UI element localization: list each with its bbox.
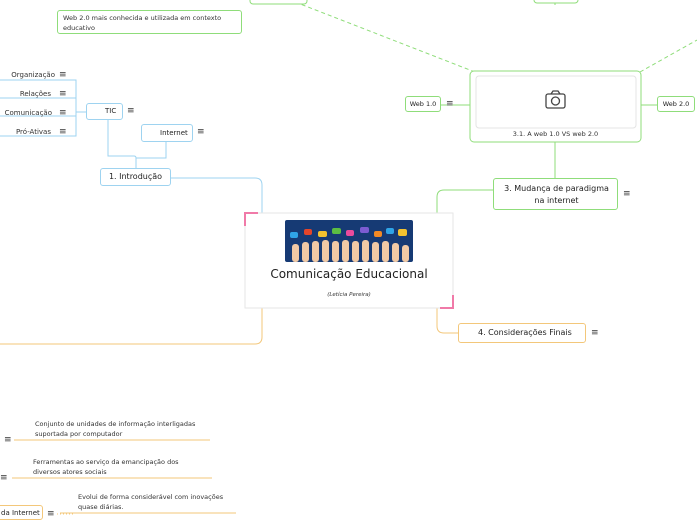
paradigm-node[interactable]: 3. Mudança de paradigma na internet: [493, 178, 618, 210]
connector-web-right: [639, 39, 697, 73]
tic-node[interactable]: TIC: [86, 103, 123, 120]
relacoes-menu-icon[interactable]: ≡: [59, 89, 67, 99]
tic-label: TIC: [105, 107, 117, 115]
intro-node[interactable]: 1. Introdução: [100, 168, 171, 186]
central-subtitle: (Letícia Pereira): [327, 292, 371, 298]
connector-tic-organizacao: [0, 79, 86, 113]
connector-center-paradigm: [436, 189, 493, 213]
note2-menu-icon[interactable]: ≡: [0, 473, 8, 483]
camera-icon: [545, 90, 566, 109]
connector-web-note: [289, 0, 476, 73]
bottom-note-2[interactable]: Ferramentas ao serviço da emancipação do…: [33, 458, 179, 476]
top-partial-node-left: [249, 0, 308, 5]
internet-label: Internet: [160, 129, 188, 137]
partial-node-menu-icon[interactable]: ≡: [47, 509, 55, 519]
partial-internet-node[interactable]: da Internet: [0, 505, 43, 520]
connector-center-intro: [171, 177, 263, 215]
connector-center-final: [436, 308, 458, 334]
connector-intro-internet: [136, 142, 167, 159]
web20-node[interactable]: Web 2.0: [657, 96, 695, 112]
web10-menu-icon[interactable]: ≡: [446, 99, 454, 109]
paradigm-title: 3. Mudança de paradigma na internet: [504, 184, 609, 205]
web-node-label[interactable]: 3.1. A web 1.0 VS web 2.0: [512, 130, 599, 138]
tic-child-relacoes[interactable]: Relações: [19, 90, 51, 98]
web10-node[interactable]: Web 1.0: [405, 96, 441, 112]
partial-internet-label: da Internet: [1, 509, 40, 517]
intro-title: 1. Introdução: [108, 172, 163, 181]
speech-bubbles-fingers-image: [285, 220, 413, 262]
tic-child-proativas[interactable]: Pró-Ativas: [15, 128, 51, 136]
tic-child-organizacao[interactable]: Organização: [11, 71, 55, 79]
tic-menu-icon[interactable]: ≡: [127, 106, 135, 116]
final-title: 4. Considerações Finais: [478, 328, 572, 337]
bottom-note-1[interactable]: Conjunto de unidades de informação inter…: [35, 420, 196, 438]
web-note-text: Web 2.0 mais conhecida e utilizada em co…: [63, 14, 222, 32]
connector-intro-tic: [107, 120, 137, 170]
tic-child-comunicacao[interactable]: Comunicação: [4, 109, 52, 117]
internet-menu-icon[interactable]: ≡: [197, 127, 205, 137]
web-note-node[interactable]: Web 2.0 mais conhecida e utilizada em co…: [57, 10, 242, 34]
comunicacao-menu-icon[interactable]: ≡: [59, 108, 67, 118]
web10-label: Web 1.0: [409, 100, 437, 108]
paradigm-menu-icon[interactable]: ≡: [623, 189, 631, 199]
web20-label: Web 2.0: [662, 100, 690, 108]
note1-menu-icon[interactable]: ≡: [4, 435, 12, 445]
connector-center-left: [0, 308, 263, 345]
proativas-menu-icon[interactable]: ≡: [59, 127, 67, 137]
connector-tic-proativas: [0, 112, 77, 137]
internet-node[interactable]: Internet: [141, 124, 193, 142]
web-image-frame: [475, 75, 637, 129]
top-partial-node-right: [533, 0, 579, 4]
central-title[interactable]: Comunicação Educacional: [270, 267, 428, 281]
final-menu-icon[interactable]: ≡: [591, 328, 599, 338]
bottom-note-3[interactable]: Evolui de forma considerável com inovaçõ…: [78, 493, 224, 511]
final-node[interactable]: 4. Considerações Finais: [458, 323, 586, 343]
central-node-corners: [244, 212, 454, 309]
organizacao-menu-icon[interactable]: ≡: [59, 70, 67, 80]
